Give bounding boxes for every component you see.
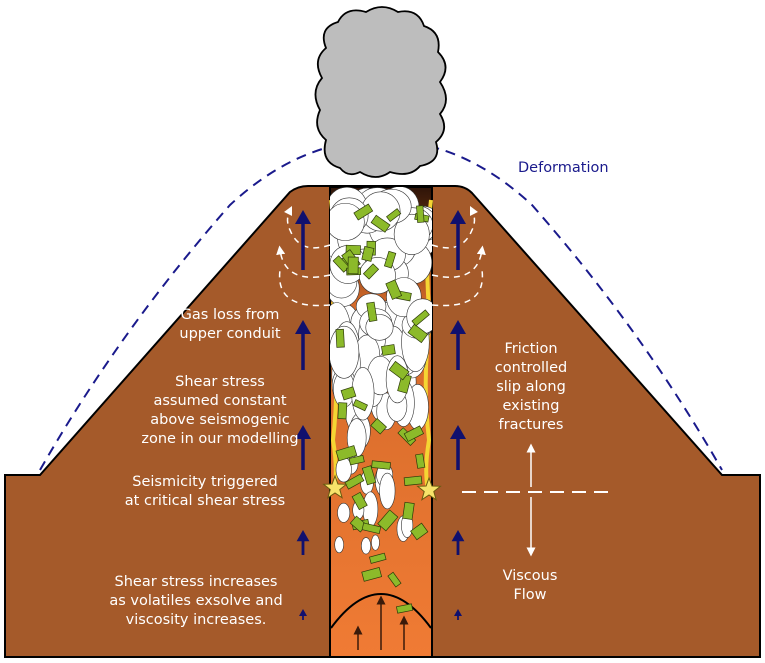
bubble-icon xyxy=(335,456,352,483)
crystal-icon xyxy=(335,445,358,462)
bubble-icon xyxy=(393,213,430,255)
stress-arrow-shaft xyxy=(301,540,305,555)
crystal-icon xyxy=(347,256,359,275)
stress-arrow-shaft xyxy=(301,438,305,470)
stress-arrow-icon xyxy=(295,320,311,334)
crystal-icon xyxy=(386,208,402,223)
seismicity-label: Seismicity triggered at critical shear s… xyxy=(124,474,286,509)
crystal-icon xyxy=(377,509,399,532)
stress-arrow-icon xyxy=(450,425,466,439)
crystal-icon xyxy=(383,250,397,269)
crystal-icon xyxy=(416,205,425,223)
stress-arrow-icon xyxy=(296,530,310,542)
earthquake-star-icon xyxy=(322,474,348,499)
earthquake-stars xyxy=(322,474,442,501)
stress-arrow-shaft xyxy=(456,333,460,370)
crystal-icon xyxy=(402,501,415,520)
stress-arrow-icon xyxy=(299,609,307,616)
bubble-icon xyxy=(360,537,372,555)
shear-increases-label: Shear stress increases as volatiles exso… xyxy=(109,574,283,628)
stress-arrow-shaft xyxy=(456,438,460,470)
crystal-icon xyxy=(362,263,380,280)
crystal-icon xyxy=(369,552,387,564)
crystal-icon xyxy=(361,522,382,535)
gas-loss-paths xyxy=(276,205,486,307)
crystal-icon xyxy=(335,328,345,348)
ash-cloud-icon xyxy=(314,6,447,178)
crystal-icon xyxy=(353,203,374,221)
crystal-icon xyxy=(385,279,403,300)
stress-arrow-icon xyxy=(454,609,462,616)
crystals xyxy=(332,203,430,614)
viscous-label: Viscous Flow xyxy=(502,568,558,603)
stress-arrow-icon xyxy=(295,425,311,439)
crystal-icon xyxy=(387,571,402,588)
bubble-icon xyxy=(337,502,351,523)
stress-arrow-shaft xyxy=(456,223,460,270)
crystal-icon xyxy=(361,567,383,582)
crystal-icon xyxy=(352,399,368,412)
crystal-icon xyxy=(407,323,429,344)
crystal-icon xyxy=(371,460,391,470)
stress-arrow-shaft xyxy=(456,540,460,555)
stress-arrow-icon xyxy=(295,210,311,224)
crystal-icon xyxy=(366,301,378,322)
crystal-icon xyxy=(410,522,429,541)
stress-arrow-shaft xyxy=(302,615,304,620)
bubble-icon xyxy=(371,534,380,551)
stress-arrow-icon xyxy=(450,210,466,224)
crystal-icon xyxy=(340,386,357,401)
bubble-icon xyxy=(330,202,365,241)
bubble-icon xyxy=(379,472,396,510)
crystal-icon xyxy=(411,309,430,327)
crystal-icon xyxy=(388,360,410,381)
gas-loss-label: Gas loss from upper conduit xyxy=(179,307,281,342)
crystal-icon xyxy=(348,454,365,466)
earthquake-star-icon xyxy=(416,476,442,501)
plume-arrows xyxy=(353,595,409,650)
crystal-icon xyxy=(381,344,396,356)
crystal-icon xyxy=(403,475,423,486)
crystal-icon xyxy=(337,402,348,420)
crystal-icon xyxy=(396,603,414,614)
crystal-icon xyxy=(361,245,375,262)
friction-label: Friction controlled slip along existing … xyxy=(494,341,568,433)
shear-constant-label: Shear stress assumed constant above seis… xyxy=(141,374,299,447)
bubble-icon xyxy=(334,536,344,554)
deformation-label: Deformation xyxy=(518,160,609,176)
crystal-icon xyxy=(351,491,368,511)
stress-arrow-shaft xyxy=(457,615,459,620)
crystal-icon xyxy=(415,453,426,469)
crystal-icon xyxy=(344,473,365,490)
stress-arrow-icon xyxy=(450,320,466,334)
crystal-icon xyxy=(403,425,425,442)
crystal-icon xyxy=(361,465,377,486)
stress-arrow-icon xyxy=(451,530,465,542)
crystal-icon xyxy=(370,214,391,233)
crystal-icon xyxy=(370,418,387,435)
stress-arrow-shaft xyxy=(301,333,305,370)
stress-arrows xyxy=(295,210,466,620)
stress-arrow-shaft xyxy=(301,223,305,270)
rising-magma-plume xyxy=(330,593,432,629)
